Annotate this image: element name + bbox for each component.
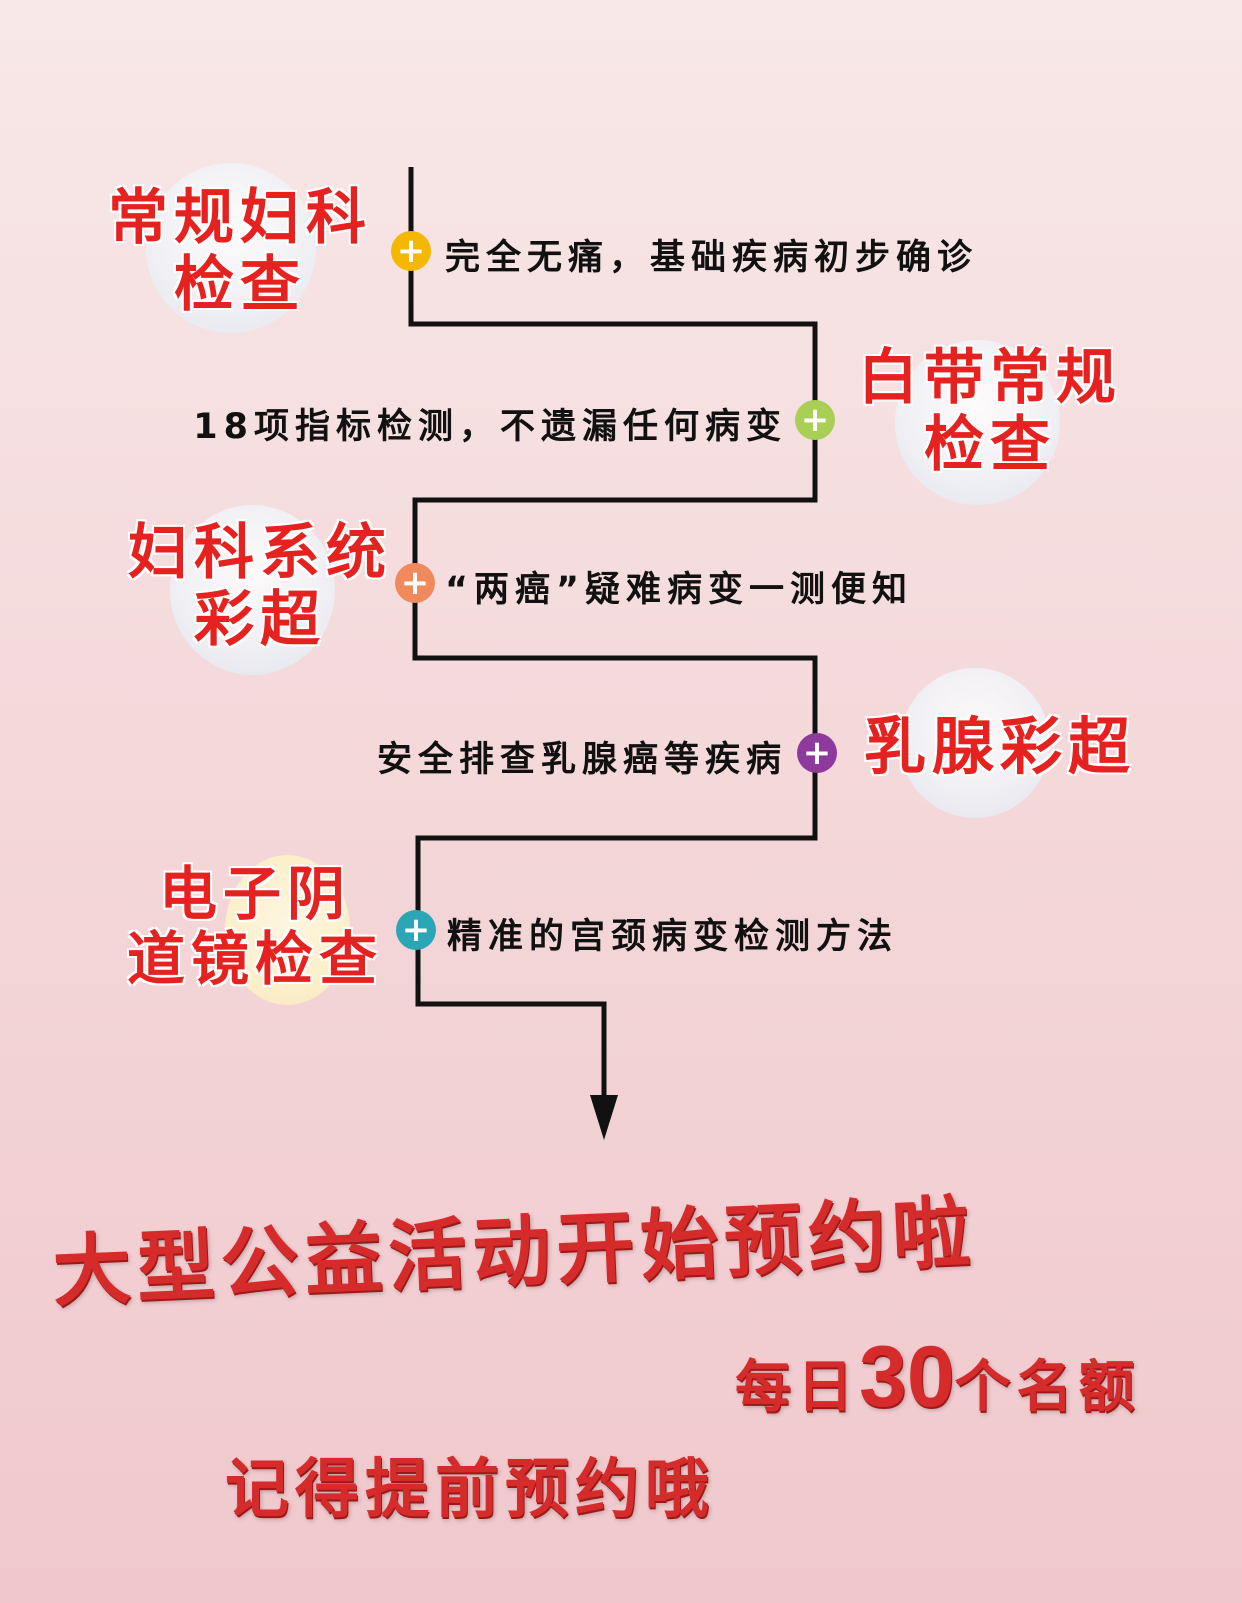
step-5-title-line2: 道镜检查 <box>126 924 383 993</box>
quota-suffix: 个名额 <box>954 1354 1141 1420</box>
step-3-illustration <box>170 505 335 675</box>
step-3-title-line1: 妇科系统 <box>128 518 392 588</box>
quota-prefix: 每日 <box>735 1354 859 1420</box>
step-4-plus-icon: + <box>797 733 837 773</box>
step-3-description: “两癌”疑难病变一测便知 <box>445 570 914 610</box>
step-3-title-line2: 彩超 <box>194 585 326 656</box>
step-4-title-line1: 乳腺彩超 <box>863 710 1136 783</box>
step-3-title: 妇科系统 彩超 <box>120 518 400 656</box>
step-5-illustration <box>225 855 350 1005</box>
promo-quota: 每日30个名额 <box>735 1328 1141 1427</box>
step-1-plus-icon: + <box>391 231 431 271</box>
step-1-description: 完全无痛，基础疾病初步确诊 <box>445 238 979 278</box>
step-5-title: 电子阴 道镜检查 <box>115 862 395 992</box>
step-1-title: 常规妇科 检查 <box>100 183 380 321</box>
step-1-title-line2: 检查 <box>174 250 306 321</box>
step-4-illustration <box>900 668 1050 818</box>
step-4-description: 安全排查乳腺癌等疾病 <box>376 740 787 780</box>
step-5-description: 精准的宫颈病变检测方法 <box>447 917 899 957</box>
promo-reminder: 记得提前预约哦 <box>225 1452 715 1527</box>
step-5-title-line1: 电子阴 <box>158 860 351 928</box>
step-2-description: 18项指标检测，不遗漏任何病变 <box>193 407 787 447</box>
step-4-title: 乳腺彩超 <box>860 710 1140 783</box>
step-3-plus-icon: + <box>395 563 435 603</box>
quota-number: 30 <box>859 1329 955 1425</box>
step-2-title-line1: 白带常规 <box>858 343 1122 413</box>
step-2-illustration <box>895 340 1060 505</box>
step-2-plus-icon: + <box>795 400 835 440</box>
step-1-title-line1: 常规妇科 <box>108 183 372 253</box>
step-1-illustration <box>146 163 316 333</box>
step-5-plus-icon: + <box>396 910 436 950</box>
step-2-title-line2: 检查 <box>924 410 1056 481</box>
step-2-title: 白带常规 检查 <box>850 343 1130 481</box>
